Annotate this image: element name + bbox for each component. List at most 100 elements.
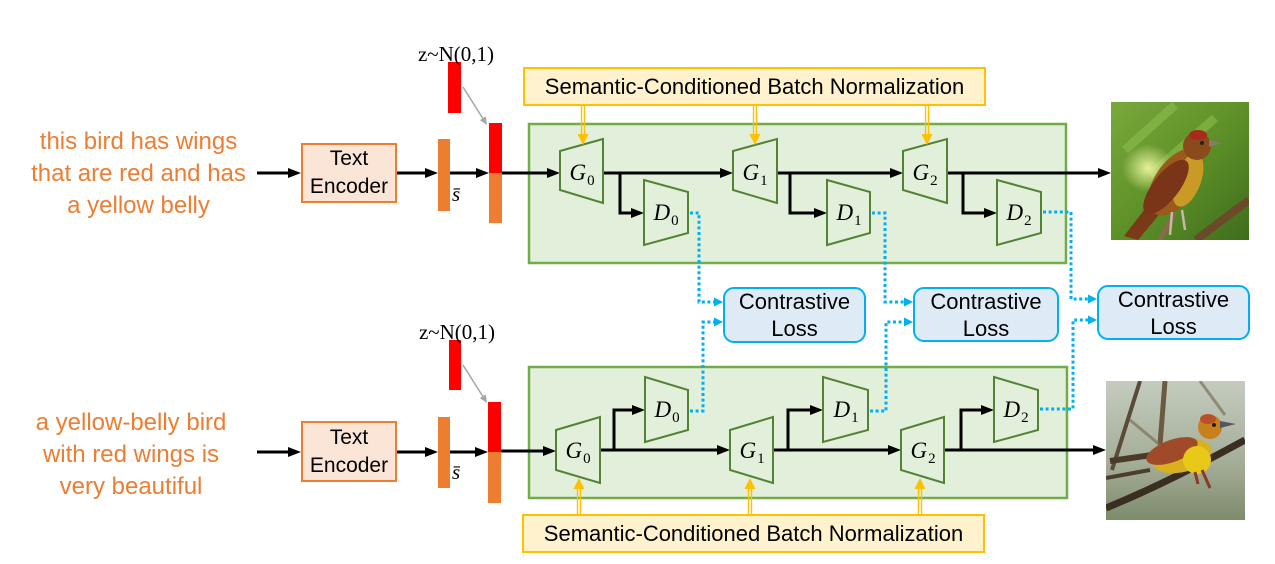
loss-label-line: Loss xyxy=(962,315,1010,341)
bottom-generator-stage-box xyxy=(527,365,1069,500)
subscript: 2 xyxy=(928,451,936,467)
bottom-noise-vector-bar xyxy=(449,340,461,390)
bottom-bird-belly xyxy=(1183,446,1211,474)
top-output-bird-image xyxy=(1111,102,1249,240)
top-generator-g1 xyxy=(732,137,778,205)
symbol: D xyxy=(1006,200,1024,225)
top-bird-eye xyxy=(1200,141,1204,145)
contrastive-loss-box-1: Contrastive Loss xyxy=(913,287,1059,342)
top-norm-arrow-g0 xyxy=(577,106,589,145)
bottom-bird-cap xyxy=(1200,414,1216,424)
symbol: D xyxy=(1003,397,1021,422)
bottom-norm-arrow-g0 xyxy=(573,478,585,514)
symbol: G xyxy=(912,160,930,185)
bottom-noise-label: z~N(0,1) xyxy=(418,320,496,344)
bottom-d1-label: D1 xyxy=(816,396,876,432)
bottom-generator-g0 xyxy=(555,415,601,485)
bottom-g0-d0-arrow xyxy=(612,405,645,450)
bottom-g2-label: G2 xyxy=(893,437,953,473)
top-g0-label: G0 xyxy=(552,159,612,195)
bottom-discriminator-d2 xyxy=(993,375,1039,444)
top-generator-g0 xyxy=(559,137,604,205)
top-concat-sentence-part xyxy=(489,173,502,223)
bottom-caption: a yellow-belly bird with red wings is ve… xyxy=(13,407,249,503)
bottom-d2-label: D2 xyxy=(986,396,1046,432)
symbol: G xyxy=(910,438,928,463)
bottom-sentence-vector-bar xyxy=(438,417,450,488)
encoder-label-line: Text xyxy=(329,147,369,170)
symbol: D xyxy=(836,200,854,225)
semantic-batch-norm-label: Semantic-Conditioned Batch Normalization xyxy=(543,520,964,546)
subscript: 0 xyxy=(583,451,591,467)
symbol: G xyxy=(569,160,587,185)
encoder-label-line: Text xyxy=(329,425,369,449)
bottom-bird-eye xyxy=(1212,423,1216,427)
loss-label-line: Contrastive xyxy=(1117,286,1230,312)
subscript: 0 xyxy=(587,173,595,189)
bottom-g2-d2-arrow xyxy=(959,405,994,450)
encoder-label-line: Encoder xyxy=(309,453,389,477)
loss-label-line: Contrastive xyxy=(930,288,1042,314)
top-generator-g2 xyxy=(902,137,948,205)
top-concat-noise-part xyxy=(489,123,502,173)
semantic-batch-norm-label: Semantic-Conditioned Batch Normalization xyxy=(544,73,965,99)
symbol: D xyxy=(654,397,672,422)
bottom-d1-loss-link xyxy=(870,317,913,413)
subscript: 1 xyxy=(757,451,765,467)
top-bird-legs xyxy=(1168,209,1187,236)
bottom-g1-d1-arrow xyxy=(786,405,823,450)
top-bird-cap xyxy=(1189,130,1207,140)
top-noise-vector-bar xyxy=(448,62,461,113)
bottom-bird-wing xyxy=(1146,437,1198,465)
subscript: 1 xyxy=(851,410,859,426)
bottom-noise-arrow xyxy=(462,364,488,404)
bottom-image-main-branch xyxy=(1106,436,1245,512)
symbol: G xyxy=(565,438,583,463)
subscript: 1 xyxy=(760,173,768,189)
top-d0-label: D0 xyxy=(636,199,696,235)
subscript: 2 xyxy=(1024,213,1032,229)
caption-line: that are red and has xyxy=(31,160,246,187)
subscript: 0 xyxy=(672,410,680,426)
top-g1-d1-arrow xyxy=(788,173,827,218)
top-g2-d2-arrow xyxy=(961,173,997,218)
bottom-g1-label: G1 xyxy=(722,437,782,473)
bottom-semantic-batch-norm-box: Semantic-Conditioned Batch Normalization xyxy=(522,514,985,553)
bottom-norm-arrow-g1 xyxy=(744,478,756,514)
top-norm-arrow-g2 xyxy=(921,106,933,145)
symbol: D xyxy=(653,200,671,225)
bottom-image-branch-mid xyxy=(1157,381,1168,446)
bottom-sentence-vector-label: s̄ xyxy=(452,460,461,484)
caption-line: a yellow-belly bird xyxy=(35,409,227,436)
top-noise-arrow xyxy=(462,86,488,126)
bottom-image-branch-left xyxy=(1110,381,1142,471)
bottom-pipeline xyxy=(257,315,1245,520)
top-d1-loss-link xyxy=(872,211,913,307)
bottom-discriminator-d0 xyxy=(644,375,689,444)
bottom-d0-label: D0 xyxy=(637,396,697,432)
bottom-bird-beak xyxy=(1220,421,1236,428)
contrastive-loss-box-0: Contrastive Loss xyxy=(723,287,866,343)
subscript: 1 xyxy=(854,213,862,229)
symbol: D xyxy=(833,397,851,422)
caption-line: with red wings is xyxy=(42,441,220,468)
loss-label-line: Loss xyxy=(1150,313,1197,339)
top-bird-head xyxy=(1183,132,1211,160)
bottom-bird-legs xyxy=(1193,469,1212,489)
bottom-concat-noise-part xyxy=(488,402,501,452)
top-d1-label: D1 xyxy=(819,199,879,235)
top-sentence-vector-label: s̄ xyxy=(452,182,461,206)
bottom-output-bird-image xyxy=(1106,381,1245,520)
top-bird-wing xyxy=(1143,159,1189,215)
top-text-encoder: Text Encoder xyxy=(301,143,397,203)
bottom-d0-loss-link xyxy=(690,317,723,413)
bottom-discriminator-d1 xyxy=(822,375,869,444)
bottom-concat-sentence-part xyxy=(488,452,501,503)
symbol: G xyxy=(739,438,757,463)
top-g0-d0-arrow xyxy=(618,173,644,218)
top-discriminator-d2 xyxy=(996,178,1042,247)
bottom-text-encoder: Text Encoder xyxy=(301,421,397,482)
bottom-d2-loss-link xyxy=(1040,315,1097,411)
loss-label-line: Contrastive xyxy=(738,289,851,314)
bottom-bird-tail xyxy=(1109,452,1153,464)
